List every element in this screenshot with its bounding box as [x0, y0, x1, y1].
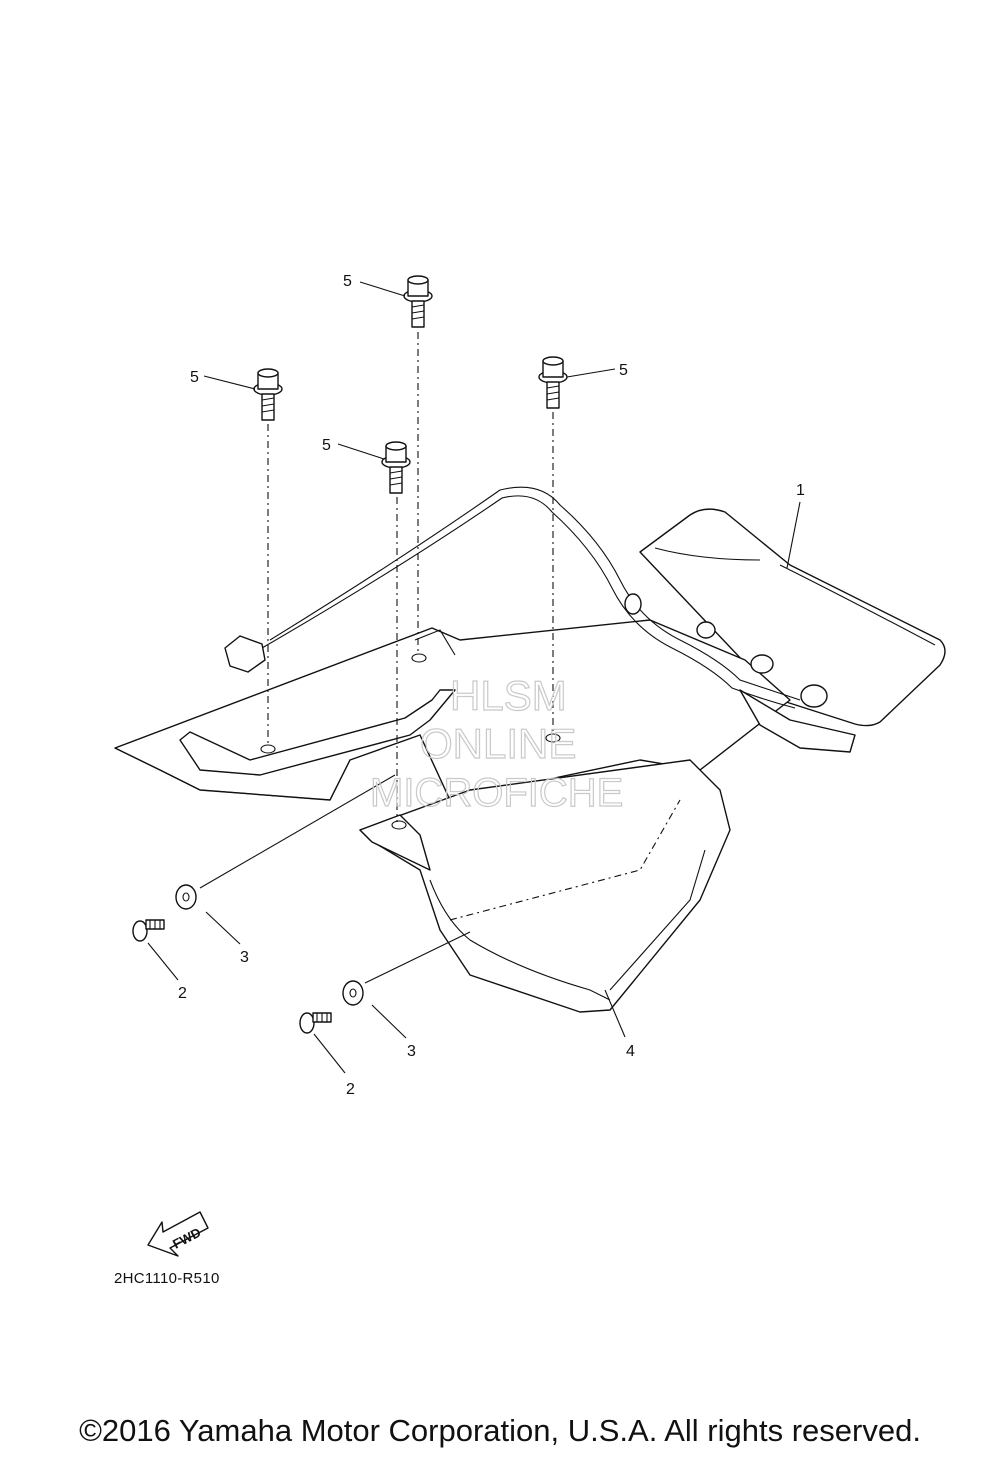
drawing-code: 2HC1110-R510 — [114, 1270, 220, 1287]
washer-3-b — [342, 980, 364, 1006]
callout-2: 2 — [346, 1081, 355, 1098]
screw-2-b — [299, 1012, 332, 1034]
callout-5: 5 — [343, 273, 352, 290]
bolt-5-b — [403, 275, 433, 328]
bolt-5-d — [381, 441, 411, 494]
wire-harness — [224, 486, 856, 753]
callout-5: 5 — [619, 362, 628, 379]
leader-lines — [147, 281, 801, 1074]
callout-3: 3 — [240, 949, 249, 966]
callout-numbers: 5 5 5 5 1 3 3 2 2 4 — [178, 273, 805, 1098]
callout-2: 2 — [178, 985, 187, 1002]
bolt-5-c — [538, 356, 568, 409]
fwd-arrow-icon: FWD — [147, 1211, 209, 1257]
part-1-rear-panel — [639, 508, 946, 727]
callout-5: 5 — [190, 369, 199, 386]
watermark-line-2: ONLINE — [420, 720, 576, 767]
callout-5: 5 — [322, 437, 331, 454]
watermark: HLSM ONLINE MICROFICHE — [369, 671, 624, 815]
bolt-5-a — [253, 368, 283, 421]
screw-2-a — [132, 919, 165, 942]
watermark-line-3: MICROFICHE — [370, 771, 623, 815]
watermark-line-1: HLSM — [450, 672, 567, 719]
part-4-main-panel — [114, 619, 791, 1013]
copyright-notice: ©2016 Yamaha Motor Corporation, U.S.A. A… — [79, 1413, 921, 1448]
callout-3: 3 — [407, 1043, 416, 1060]
callout-4: 4 — [626, 1043, 635, 1060]
washer-3-a — [175, 884, 197, 910]
alignment-lines — [199, 332, 554, 984]
callout-1: 1 — [796, 482, 805, 499]
